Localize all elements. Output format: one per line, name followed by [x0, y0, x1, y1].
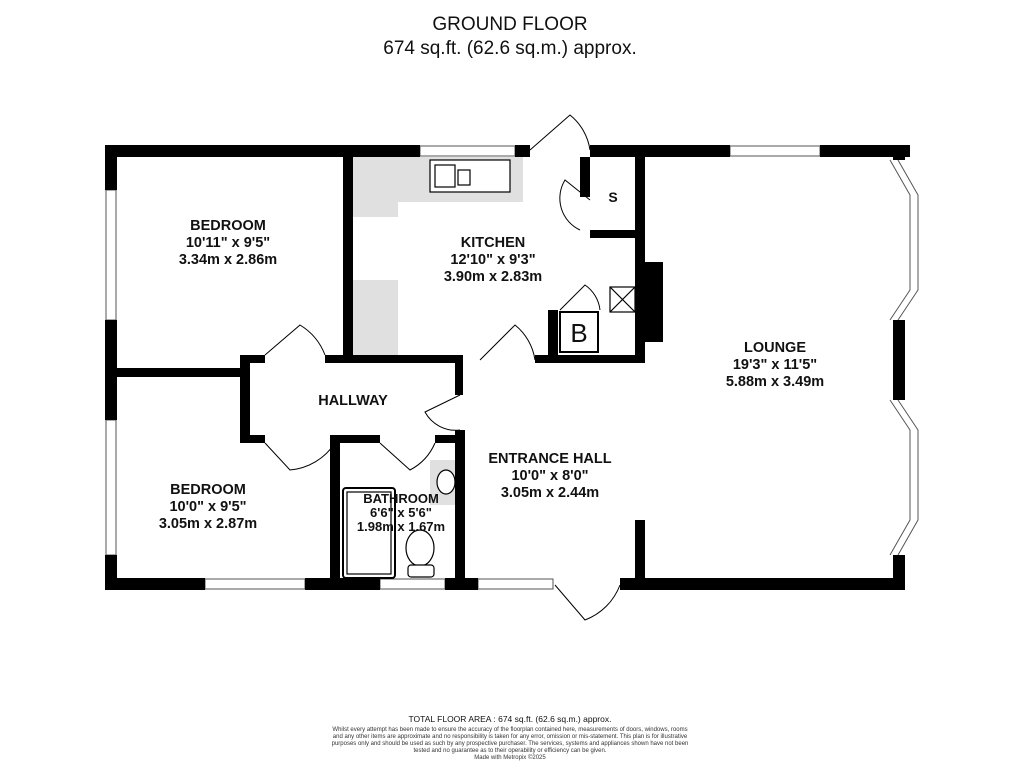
walls: [105, 145, 910, 590]
toilet-icon: [405, 529, 435, 567]
store-label: S: [608, 189, 618, 205]
boiler-label: B: [570, 318, 588, 348]
footer: TOTAL FLOOR AREA : 674 sq.ft. (62.6 sq.m…: [330, 714, 690, 762]
total-floor-area: TOTAL FLOOR AREA : 674 sq.ft. (62.6 sq.m…: [408, 714, 612, 724]
credit: Made with Metropix ©2025: [474, 755, 546, 761]
fixtures: [342, 159, 636, 579]
boiler-icon: [559, 311, 599, 353]
disclaimer: Whilst every attempt has been made to en…: [331, 727, 689, 754]
floor-area: 674 sq.ft. (62.6 sq.m.) approx.: [383, 38, 637, 59]
basin-icon: [436, 469, 456, 495]
floor-title: GROUND FLOOR: [432, 14, 588, 35]
room-label-hallway: HALLWAY: [318, 393, 388, 409]
doors: [264, 114, 621, 621]
